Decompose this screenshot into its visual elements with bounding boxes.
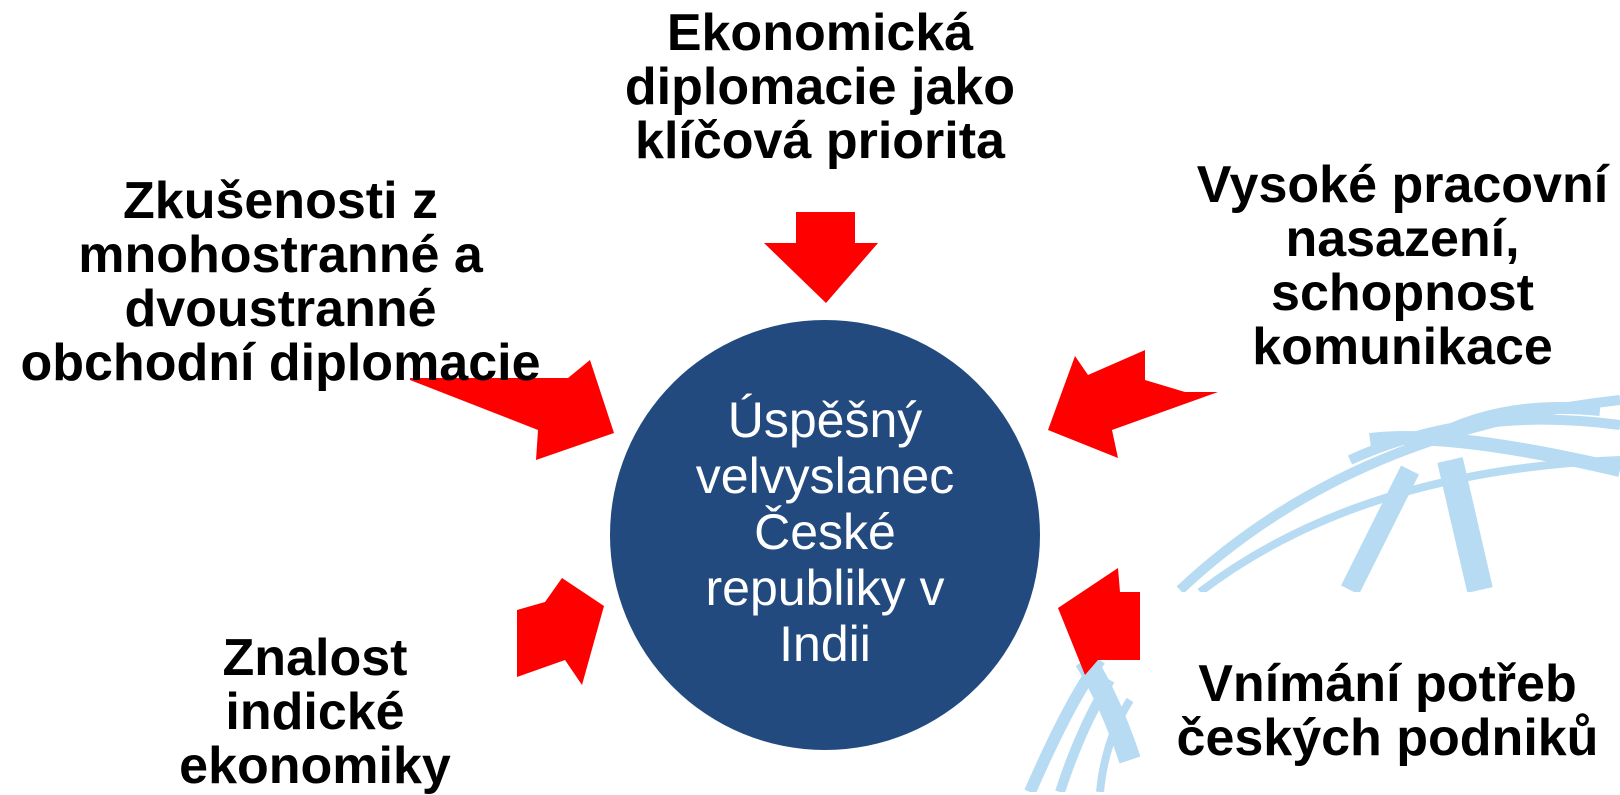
center-circle bbox=[610, 320, 1040, 750]
factor-top-right-label: Vysoké pracovní nasazení, schopnost komu… bbox=[1190, 158, 1615, 374]
center-label-line: republiky v bbox=[705, 560, 945, 616]
center-label-line: České bbox=[754, 504, 896, 560]
factor-bottom-right-line: českých podniků bbox=[1176, 709, 1599, 767]
factor-bottom-right-label: Vnímání potřeb českých podniků bbox=[1160, 657, 1615, 765]
factor-top-line: Ekonomická bbox=[666, 4, 974, 62]
text-backdrop bbox=[1140, 592, 1620, 792]
factor-top-left-line: obchodní diplomacie bbox=[20, 334, 541, 392]
factor-bottom-right-line: Vnímání potřeb bbox=[1198, 655, 1577, 713]
center-label: Úspěšný velvyslanec České republiky v In… bbox=[625, 392, 1025, 672]
factor-bottom-left-line: Znalost bbox=[222, 629, 408, 687]
factor-top-left-label: Zkušenosti z mnohostranné a dvoustranné … bbox=[8, 174, 553, 390]
globe-decoration bbox=[1024, 395, 1620, 792]
arrow-top-right bbox=[1048, 350, 1218, 458]
factor-bottom-left-label: Znalost indické ekonomiky bbox=[150, 631, 480, 793]
center-label-line: velvyslanec bbox=[695, 448, 955, 504]
factor-top-left-line: mnohostranné a bbox=[78, 226, 483, 284]
factor-top-label: Ekonomická diplomacie jako klíčová prior… bbox=[600, 6, 1040, 168]
factor-bottom-left-line: ekonomiky bbox=[179, 737, 451, 795]
factor-top-right-line: nasazení, bbox=[1285, 210, 1520, 268]
factor-top-right-line: komunikace bbox=[1252, 318, 1553, 376]
factor-top-line: diplomacie jako bbox=[624, 58, 1016, 116]
factor-top-right-line: schopnost bbox=[1271, 264, 1534, 322]
factor-bottom-left-line: indické bbox=[225, 683, 405, 741]
factor-top-right-line: Vysoké pracovní bbox=[1196, 156, 1609, 214]
arrow-top bbox=[764, 212, 878, 303]
center-label-line: Indii bbox=[779, 616, 871, 672]
factor-top-left-line: dvoustranné bbox=[124, 280, 437, 338]
factor-top-line: klíčová priorita bbox=[635, 112, 1005, 170]
arrow-bottom-right bbox=[1058, 568, 1140, 675]
center-label-line: Úspěšný bbox=[727, 392, 923, 448]
arrow-top-left bbox=[410, 360, 614, 460]
factor-top-left-line: Zkušenosti z bbox=[123, 172, 438, 230]
arrow-bottom-left bbox=[517, 578, 604, 685]
